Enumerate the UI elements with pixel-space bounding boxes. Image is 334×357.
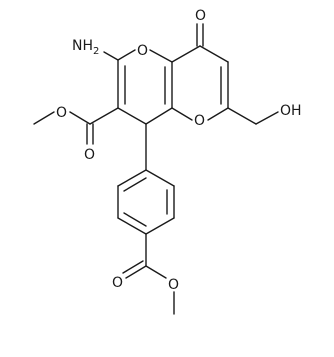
bond-cc2-oe <box>145 265 167 279</box>
label-amine: NH2 <box>72 38 99 57</box>
label-hydroxyl: OH <box>280 103 302 119</box>
bond-cc2-o-b <box>122 260 144 274</box>
bond-c4a-c4 <box>145 107 173 125</box>
label-ester2-carbonyl-oxygen: O <box>112 275 123 291</box>
bond-o5-c4a <box>171 107 193 121</box>
bond-o1-c8a <box>149 49 173 63</box>
bond-c8a-c8 <box>171 45 201 63</box>
bond-ar4-ar5-double <box>123 212 147 227</box>
bond-ch2-oh <box>255 111 279 125</box>
bond-c8-c7 <box>199 45 229 63</box>
bond-c2-n <box>103 51 119 61</box>
label-ring-oxygen-lower: O <box>194 113 205 129</box>
bond-ar6-ar1-double <box>123 177 147 192</box>
label-ring-oxygen-upper: O <box>137 43 148 59</box>
atom-labels: NH2 O O O OH O O O O <box>56 8 302 293</box>
label-ester1-carbonyl-oxygen: O <box>84 147 95 163</box>
bond-c2-o1 <box>117 49 136 61</box>
bond-lines <box>33 23 279 315</box>
bond-c3-cc <box>89 107 119 125</box>
bond-cc-oe <box>69 111 91 125</box>
bond-cc2-o-a <box>125 265 147 279</box>
bond-ar6-ar1 <box>117 169 147 187</box>
bond-oe-me <box>33 111 55 125</box>
bond-c6-o5 <box>207 107 229 121</box>
bond-c4-c3 <box>117 107 147 125</box>
bond-ar3-ar4 <box>145 217 175 235</box>
bond-ar1-ar2 <box>145 169 175 187</box>
label-ester2-ether-oxygen: O <box>168 277 179 293</box>
label-ester1-ether-oxygen: O <box>56 105 67 121</box>
label-ketone-oxygen: O <box>195 8 206 24</box>
bond-ar4-ar5 <box>117 217 147 235</box>
bond-c6-ch2 <box>227 107 257 125</box>
